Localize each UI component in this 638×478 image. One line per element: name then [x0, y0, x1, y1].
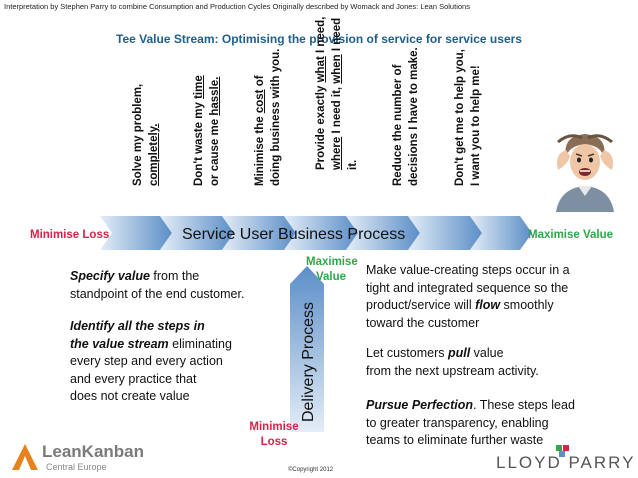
delivery-top-line: Maximise [306, 256, 358, 268]
statement-line: Reduce the number of [392, 64, 404, 186]
principle-line: the value stream eliminating [70, 336, 232, 351]
principle-line: Specify value from the [70, 269, 200, 283]
statement-line: I want you to help me! [470, 65, 482, 186]
lloydparry-cube-icon [556, 445, 569, 457]
chevron-shape [100, 216, 172, 250]
principle-line: from the next upstream activity. [366, 363, 539, 378]
chevron-arrow-6 [408, 216, 482, 250]
process-label: Service User Business Process [182, 226, 406, 243]
statement-line: Provide exactly what I need, [315, 16, 327, 170]
principle-perfection: Pursue Perfection. These steps lead to g… [366, 397, 575, 450]
principle-identify-steps: Identify all the steps in the value stre… [70, 318, 232, 406]
delivery-top-label: Maximise Value [306, 255, 358, 285]
statement-line: Don't get me to help you, [454, 49, 466, 186]
chevron-arrow-4 [284, 216, 358, 250]
delivery-bottom-line: Minimise [249, 421, 299, 433]
lloydparry-logo: LLOYD PARRY [496, 453, 636, 472]
statement-line: or cause me hassle. [209, 76, 221, 186]
statement-line: Don't waste my time [193, 75, 205, 186]
chevron-arrow-7 [470, 216, 532, 250]
delivery-arrow-shape [290, 266, 324, 432]
principle-pull: Let customers pull value from the next u… [366, 345, 539, 380]
principle-line: toward the customer [366, 315, 480, 330]
statement-line: doing business with you. [270, 48, 282, 186]
chevron-arrow-5 [346, 216, 420, 250]
process-right-label: Maximise Value [528, 229, 614, 241]
page-title: Tee Value Stream: Optimising the provisi… [116, 32, 522, 46]
process-left-label: Minimise Loss [30, 229, 110, 241]
principle-line: and every practice that [70, 371, 197, 386]
chevron-arrow-2 [160, 216, 234, 250]
process-arrow-chain [100, 216, 532, 250]
leankanban-subtitle: Central Europe [46, 462, 107, 472]
leankanban-logo: LeanKanban Central Europe [8, 440, 158, 474]
copyright-text: ©Copyright 2012 [288, 467, 334, 473]
leankanban-name: LeanKanban [42, 442, 145, 461]
statement-line: decisions I have to make. [408, 47, 420, 186]
delivery-bottom-line: Loss [260, 436, 288, 448]
statement-line: Minimise the cost of [254, 75, 266, 186]
principle-line: Make value-creating steps occur in a [366, 263, 570, 277]
principle-line: every step and every action [70, 354, 223, 368]
stressed-person-illustration [556, 134, 614, 212]
chevron-arrow-1 [100, 216, 172, 250]
delivery-bottom-label: Minimise Loss [244, 420, 304, 450]
principle-line: Let customers pull value [366, 346, 504, 360]
attribution-credit: Interpretation by Stephen Parry to combi… [4, 2, 470, 11]
principle-line: Pursue Perfection. These steps lead [366, 398, 575, 412]
chevron-arrow-3 [222, 216, 296, 250]
principle-flow: Make value-creating steps occur in a tig… [366, 262, 570, 332]
principle-line: product/service will flow smoothly [366, 298, 554, 312]
statement-line: it. [347, 159, 359, 170]
principle-line: Identify all the steps in [70, 319, 205, 333]
principle-line: teams to eliminate further waste [366, 433, 544, 447]
principle-line: to greater transparency, enabling [366, 415, 549, 430]
statement-line: Solve my problem, [132, 83, 144, 186]
principle-line: standpoint of the end customer. [70, 286, 245, 301]
principle-line: tight and integrated sequence so the [366, 280, 569, 295]
delivery-top-line: Value [315, 271, 347, 283]
delivery-process-arrow: Delivery Process [290, 266, 324, 432]
principle-specify-value: Specify value from the standpoint of the… [70, 268, 244, 303]
principle-line: does not create value [70, 389, 190, 403]
statement-line: where I need it, when I need [331, 17, 343, 170]
leankanban-logo-mark [12, 444, 38, 470]
delivery-process-label: Delivery Process [300, 302, 317, 422]
statement-line: completely. [148, 123, 160, 186]
